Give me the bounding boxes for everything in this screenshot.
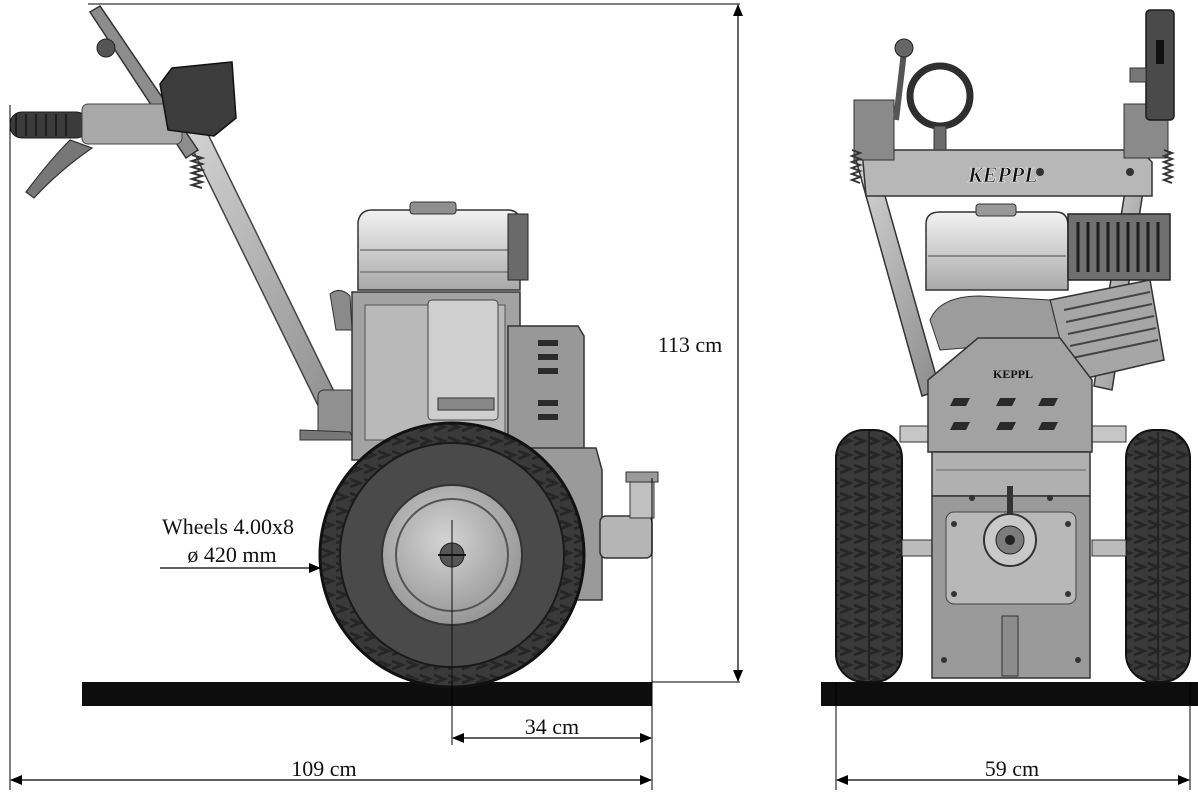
- front-ground-bar: [821, 682, 1198, 706]
- wheel-diameter-label: ø 420 mm: [187, 542, 276, 567]
- length-label: 109 cm: [291, 756, 356, 781]
- front-left-wheel: [835, 429, 903, 683]
- side-wheel: [318, 421, 586, 689]
- width-label: 59 cm: [985, 756, 1039, 781]
- side-ground-bar: [82, 682, 652, 706]
- axle-offset-label: 34 cm: [525, 714, 579, 739]
- dimension-lines: [9, 3, 1191, 790]
- handlebar: [9, 4, 379, 441]
- brand-logo-top: KEPPL: [967, 162, 1038, 187]
- brand-logo-plate: KEPPL: [993, 367, 1033, 381]
- front-gearbox: KEPPL: [927, 337, 1093, 679]
- front-view-drawing: KEPPL: [821, 9, 1198, 706]
- front-right-wheel: [1125, 429, 1191, 683]
- height-label: 113 cm: [658, 332, 723, 357]
- side-view-drawing: [9, 4, 659, 706]
- front-engine: [925, 203, 1171, 383]
- dimension-labels: 113 cm 34 cm 109 cm 59 cm Wheels 4.00x8 …: [162, 326, 1039, 781]
- wheel-size-label: Wheels 4.00x8: [162, 514, 294, 539]
